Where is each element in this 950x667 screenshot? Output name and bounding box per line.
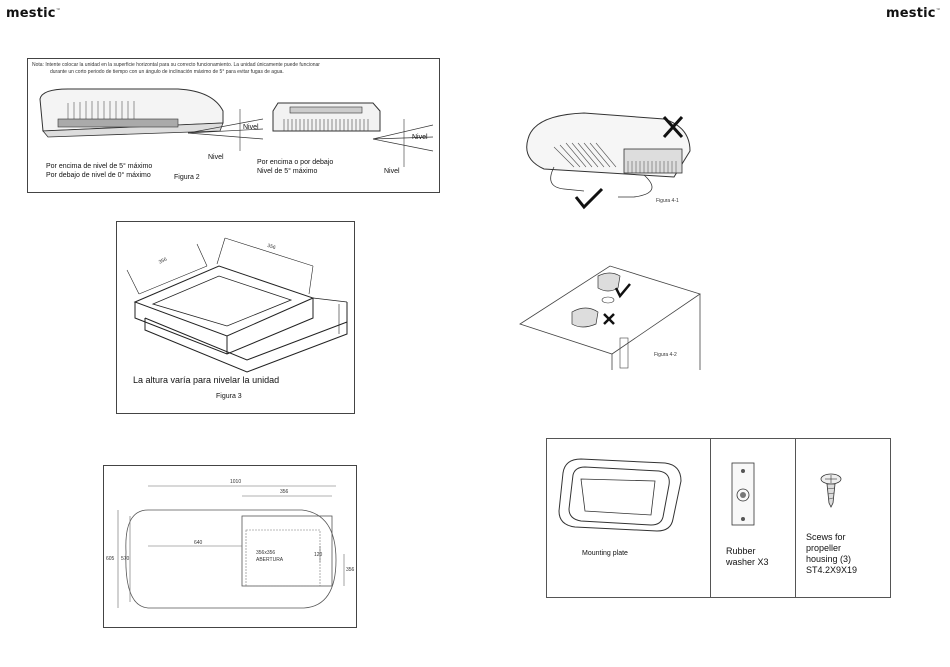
plan-dim-left-a: 605 [106,556,115,562]
part-label-screws: Scews for propeller housing (3) ST4.2X9X… [806,532,858,575]
figure-3-text: La altura varía para nivelar la unidad [133,375,280,385]
parts-divider-2 [795,439,796,597]
part-label-mounting-plate: Mounting plate [582,550,628,557]
figure-2-drawing [39,88,434,167]
figure-3-drawing [126,237,348,373]
figure-2-nivel-label-3: Nivel [412,134,428,141]
figure-2-nivel-label-1: Nivel [243,124,259,131]
plan-dim-120: 120 [314,552,323,558]
plan-dim-356: 356 [280,489,289,495]
plan-dim-right: 356 [346,567,355,573]
plan-opening-label: 356x356 ABERTURA [256,550,284,563]
figure-2-panel: Nota: Intente colocar la unidad en la su… [27,58,440,193]
parts-divider-1 [710,439,711,597]
figure-2-right-text: Por encima o por debajo Nivel de 5° máxi… [257,159,334,175]
plan-dim-total: 1010 [230,479,242,485]
brand-logo-left: mestic™ [6,6,61,21]
plan-dim-640: 640 [194,540,203,546]
figure-3-panel: 356 356 La altura varía para nivelar la … [116,221,355,414]
figure-4-2: Figura 4-2 [519,258,703,370]
figure-2-note: Nota: Intente colocar la unidad en la su… [32,62,320,75]
parts-table: Mounting plate Rubber washer X3 Scews fo… [546,438,891,598]
brand-logo-right: mestic™ [886,6,941,21]
figure-2-nivel-label-4: Nivel [384,168,400,175]
figure-4-1-drawing [526,112,691,210]
figure-4-2-drawing [519,265,701,370]
figure-4-1-caption: Figura 4-1 [656,198,679,204]
figure-2-nivel-label-2: Nivel [208,154,224,161]
figure-2-caption: Figura 2 [174,174,200,181]
figure-3-caption: Figura 3 [216,393,242,400]
parts-drawings [558,458,842,532]
part-label-rubber-washer: Rubber washer X3 [726,546,769,567]
figure-2-left-text: Por encima de nivel de 5° máximo Por deb… [46,163,153,179]
figure-4-2-caption: Figura 4-2 [654,352,677,358]
plan-dim-left-b: 570 [121,556,130,562]
plan-drawing [117,485,345,609]
figure-4-1: Figura 4-1 [514,97,694,215]
plan-figure-panel: 1010 356 640 120 605 570 356 356x356 ABE… [103,465,357,628]
